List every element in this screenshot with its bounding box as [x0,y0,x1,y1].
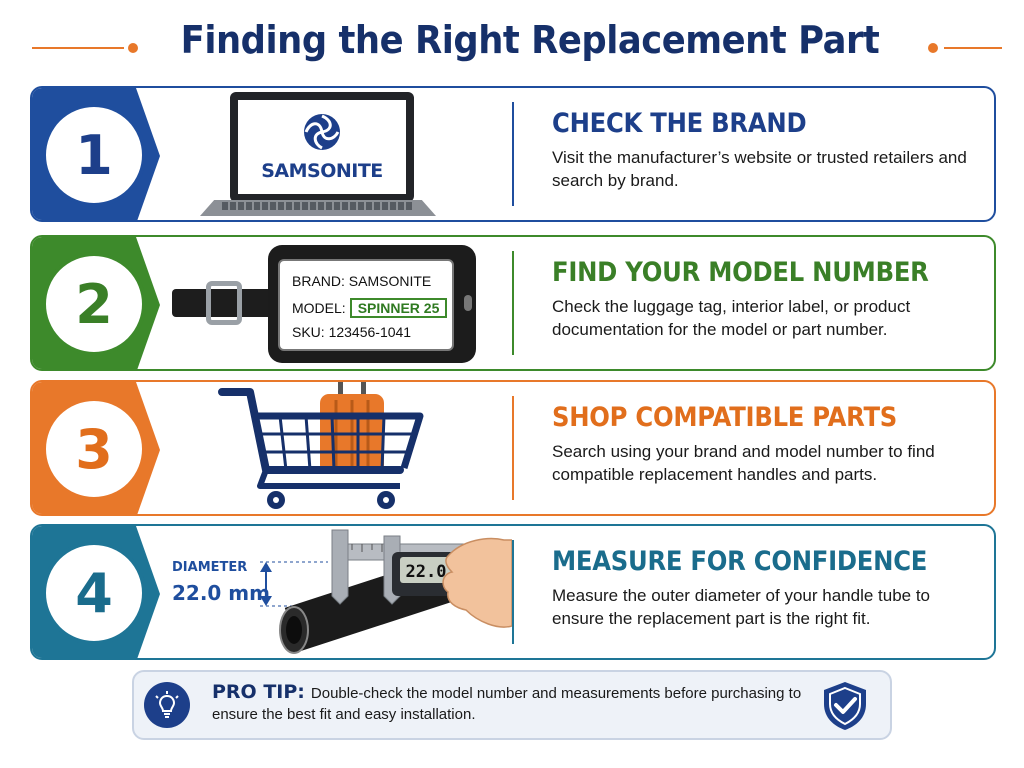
title-rule-left [32,47,124,49]
tag-body: BRAND: SAMSONITE MODEL:SPINNER 25 SKU: 1… [268,245,476,363]
title-rule-right [944,47,1002,49]
tag-buckle [206,281,242,325]
shopping-cart-icon [218,382,424,509]
diameter-label: DIAMETER 22.0 mm [172,560,270,605]
caliper-readout: 22.0 [406,562,447,582]
step-1-card: 1 SAMSONITE CHECK THE BRAND Visit the ma… [30,86,996,222]
pro-tip-text-block: PRO TIP:Double-check the model number an… [212,682,812,725]
title-bar: Finding the Right Replacement Part [0,14,1024,80]
step-1-number: 1 [75,123,113,187]
title-dot-right [928,43,938,53]
step-2-card: 2 BRAND: SAMSONITE MODEL:SPINNER 25 SKU:… [30,235,996,371]
step-4-badge: 4 [32,526,160,658]
step-1-description: Visit the manufacturer’s website or trus… [552,148,967,190]
step-2-description: Check the luggage tag, interior label, o… [552,297,911,339]
step-4-divider [512,540,514,644]
tag-window: BRAND: SAMSONITE MODEL:SPINNER 25 SKU: 1… [278,259,454,351]
diameter-label-text: DIAMETER [172,560,248,575]
step-3-description: Search using your brand and model number… [552,442,935,484]
laptop-brand-text: SAMSONITE [261,160,383,182]
step-4-heading: MEASURE FOR CONFIDENCE [552,546,928,577]
tag-model-value: SPINNER 25 [349,298,448,318]
step-3-badge: 3 [32,382,160,514]
tag-brand-line: BRAND: SAMSONITE [292,273,432,289]
step-3-number-circle: 3 [42,397,146,501]
step-2-number: 2 [75,272,113,336]
tag-sku-line: SKU: 123456-1041 [292,324,412,340]
step-3-card: 3 SHOP COMPATIBLE PARTS Search using you [30,380,996,516]
pro-tip-box: PRO TIP:Double-check the model number an… [132,670,892,740]
lightbulb-icon [144,682,190,728]
pro-tip-text: Double-check the model number and measur… [212,685,802,723]
step-4-card: 4 DIAMETER 22.0 mm 22.0 MEA [30,524,996,660]
step-3-divider [512,396,514,500]
step-1-divider [512,102,514,206]
step-4-number-circle: 4 [42,541,146,645]
step-3-number: 3 [75,417,113,481]
tag-strap [172,289,272,317]
diameter-value: 22.0 mm [172,581,270,605]
caliper-icon: 22.0 [260,529,512,654]
step-2-badge: 2 [32,237,160,369]
tag-model-line: MODEL:SPINNER 25 [292,298,448,318]
laptop-icon: SAMSONITE [200,92,436,220]
brand-logo-icon [304,114,340,150]
step-2-number-circle: 2 [42,252,146,356]
tag-model-label: MODEL: [292,300,346,316]
step-4-description: Measure the outer diameter of your handl… [552,586,931,628]
pro-tip-label: PRO TIP: [212,681,305,703]
step-1-heading: CHECK THE BRAND [552,108,807,139]
page-title: Finding the Right Replacement Part [180,18,880,62]
luggage-tag-icon: BRAND: SAMSONITE MODEL:SPINNER 25 SKU: 1… [172,245,476,363]
shield-check-icon [824,682,866,730]
step-1-badge: 1 [32,88,160,220]
step-1-number-circle: 1 [42,103,146,207]
title-dot-left [128,43,138,53]
step-4-number: 4 [75,561,113,625]
tag-hole [464,295,472,311]
step-3-heading: SHOP COMPATIBLE PARTS [552,402,898,433]
step-2-divider [512,251,514,355]
step-2-heading: FIND YOUR MODEL NUMBER [552,257,929,288]
